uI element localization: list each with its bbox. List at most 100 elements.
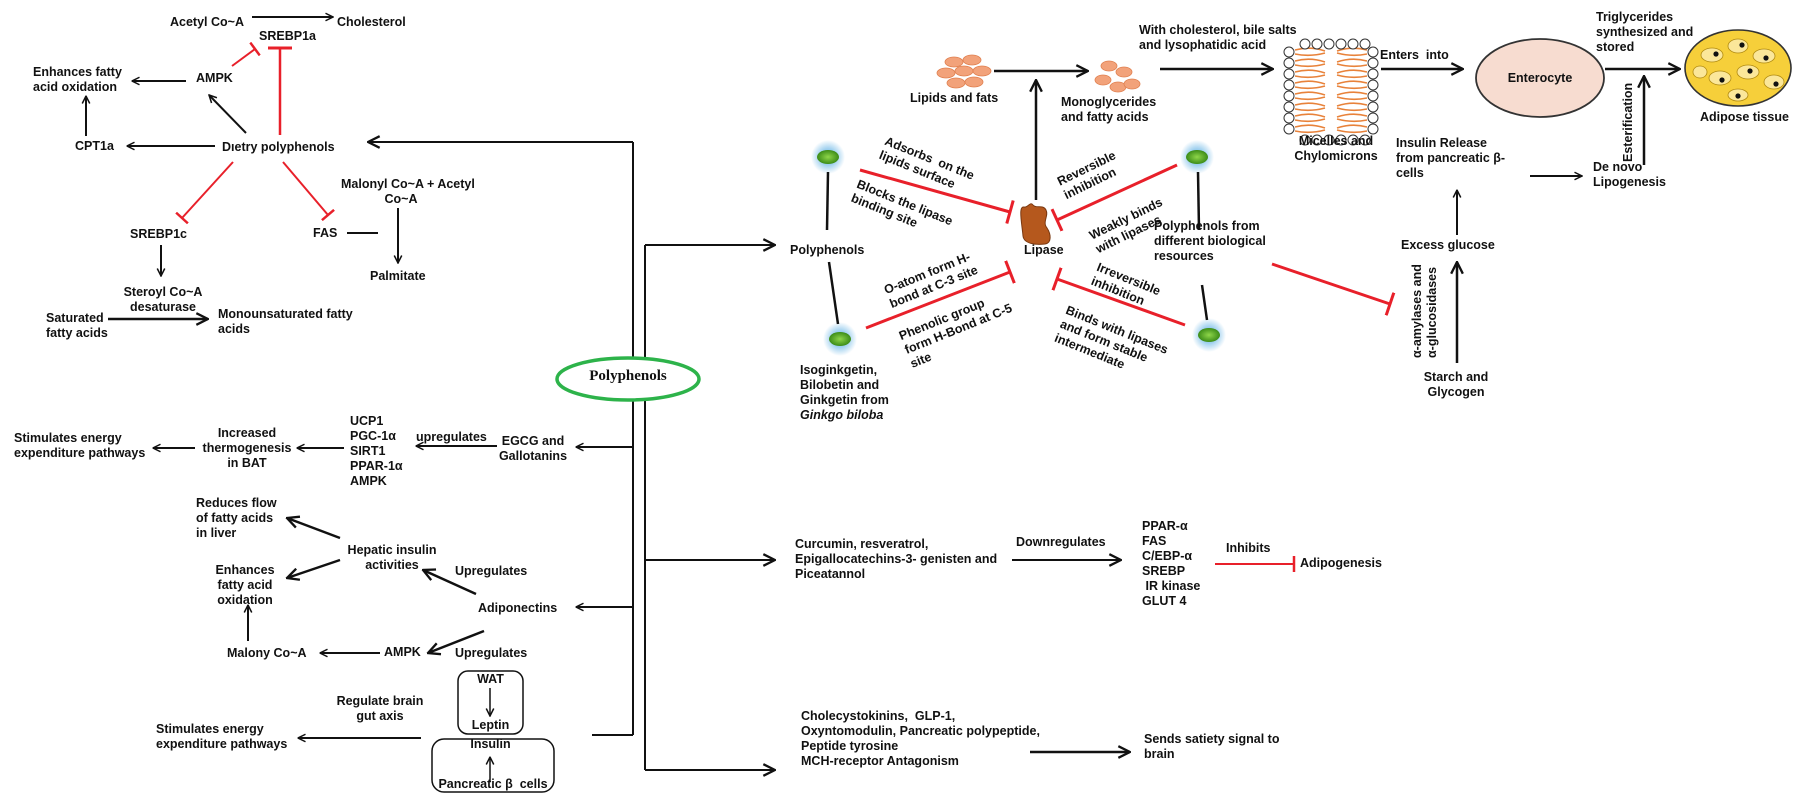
- edge-hepatic-to-enhances: [287, 558, 341, 578]
- lipid-droplets: [936, 54, 992, 89]
- micelle-head: [1367, 112, 1379, 124]
- de-novo-label: De novo Lipogenesis: [1593, 160, 1666, 189]
- starch-glycogen-label: Starch and Glycogen: [1423, 370, 1489, 399]
- micelle-head: [1367, 68, 1379, 80]
- inhibit-ocarbon-lipase: [865, 260, 1016, 330]
- egcg-label: EGCG and Gallotanins: [498, 434, 568, 463]
- polyphenols-node-label: Polyphenols: [790, 243, 865, 257]
- upregulates-label-1: upregulates: [416, 430, 487, 444]
- pancreatic-cells-label: Pancreatic β cells: [438, 777, 548, 791]
- dot-top-left: [811, 140, 845, 174]
- micelle-head: [1283, 112, 1295, 124]
- reduces-flow-label: Reduces flow of fatty acids in liver: [196, 496, 277, 540]
- micelle-head: [1335, 38, 1347, 50]
- micelle-tail: [1294, 47, 1326, 57]
- inhibit-adsorbs-lipase: [859, 168, 1015, 224]
- micelle-head: [1283, 79, 1295, 91]
- micelle-tail: [1294, 102, 1326, 112]
- micelle-head: [1347, 134, 1359, 146]
- edge-adiponectins-to-hepatic: [423, 570, 477, 596]
- micelle-tail: [1336, 58, 1368, 68]
- satiety-label: Sends satiety signal to brain: [1144, 732, 1280, 761]
- micelle-head: [1283, 46, 1295, 58]
- insulin-box: [431, 738, 555, 793]
- micelle-tail: [1336, 80, 1368, 90]
- enters-into-label: Enters into: [1380, 48, 1449, 62]
- inhibits-label: Inhibits: [1226, 541, 1271, 555]
- insulin-release-label: Insulin Release from pancreatic β- cells: [1396, 136, 1506, 180]
- malonyl-acetyl-label: Malonyl Co~A + Acetyl Co~A: [341, 177, 475, 206]
- steroyl-desaturase-label: Steroyl Co~A desaturase: [123, 285, 203, 314]
- micelle-tail: [1336, 91, 1368, 101]
- insulin-label: Insulin: [470, 737, 511, 751]
- dot-bottom-left: [823, 322, 857, 356]
- micelle-head: [1323, 134, 1335, 146]
- inhibit-ampk-srebp1a: [231, 41, 261, 67]
- micelle-head: [1359, 134, 1371, 146]
- micelle-tail: [1294, 124, 1326, 134]
- wat-label: WAT: [477, 672, 504, 686]
- monoglycerides-label: Monoglycerides and fatty acids: [1061, 95, 1157, 124]
- micelle-head: [1359, 38, 1371, 50]
- stimulates-energy-label-2: Stimulates energy expenditure pathways: [156, 722, 288, 751]
- inhibit-polyphenols-srebp1c: [175, 161, 234, 225]
- micelle-head: [1323, 38, 1335, 50]
- excess-glucose-label: Excess glucose: [1401, 238, 1495, 252]
- enterocyte-ellipse: [1475, 38, 1605, 118]
- esterification-label: Esterification: [1621, 82, 1635, 162]
- enhances-oxidation-label: Enhances fatty acid oxidation: [33, 65, 122, 94]
- lipids-fats-label: Lipids and fats: [910, 91, 999, 105]
- micelle-tail: [1294, 58, 1326, 68]
- ampk-label-2: AMPK: [384, 645, 421, 659]
- micelle-head: [1367, 46, 1379, 58]
- adiponectins-label: Adiponectins: [478, 601, 558, 615]
- dietry-polyphenols-label: Dıetry polyphenols: [222, 140, 335, 154]
- triglycerides-label: Triglycerides synthesized and stored: [1596, 10, 1694, 54]
- with-cholesterol-label: With cholesterol, bile salts and lysopha…: [1139, 23, 1297, 52]
- wat-box: [457, 670, 524, 735]
- micelle-tail: [1336, 124, 1368, 134]
- upregulates-label-3: Upregulates: [455, 646, 528, 660]
- lipase-icon: [1020, 203, 1051, 245]
- micelle-head: [1367, 79, 1379, 91]
- regulate-brain-label: Regulate brain gut axis: [336, 694, 424, 723]
- increased-thermogenesis-label: Increased thermogenesis in BAT: [202, 426, 292, 470]
- micelle-head: [1283, 123, 1295, 135]
- micelle-head: [1299, 134, 1311, 146]
- polyphenols-ellipse: [555, 356, 701, 402]
- inhibit-polyphenols-fas: [282, 161, 335, 222]
- micelle-structure: [1283, 38, 1379, 146]
- palmitate-label: Palmitate: [370, 269, 426, 283]
- micelle-head: [1311, 134, 1323, 146]
- cpt1a-label: CPT1a: [75, 139, 114, 153]
- malony-coa-label: Malony Co~A: [227, 646, 307, 660]
- leptin-label: Leptin: [471, 718, 510, 732]
- micelle-tail: [1336, 102, 1368, 112]
- edge-dot-right-vertical: [1196, 171, 1209, 321]
- micelle-head: [1367, 101, 1379, 113]
- dot-top-right: [1180, 140, 1214, 174]
- micelle-head: [1299, 38, 1311, 50]
- ppar-list-label: PPAR-α FAS C/EBP-α SREBP IR kinase GLUT …: [1142, 519, 1201, 608]
- micelle-tail: [1294, 113, 1326, 123]
- polyphenols-center-label: Polyphenols: [589, 368, 667, 384]
- micelle-head: [1283, 90, 1295, 102]
- downregulates-label: Downregulates: [1016, 535, 1106, 549]
- srebp1a-label: SREBP1a: [259, 29, 316, 43]
- upregulates-label-2: Upregulates: [455, 564, 528, 578]
- monounsaturated-label: Monounsaturated fatty acids: [218, 307, 353, 336]
- cholesterol-label: Cholesterol: [337, 15, 406, 29]
- saturated-fatty-acids-label: Saturated fatty acids: [46, 311, 108, 340]
- micelle-tail: [1294, 80, 1326, 90]
- edge-hepatic-to-reduces: [287, 518, 341, 540]
- micelle-tail: [1336, 69, 1368, 79]
- stimulates-energy-label-1: Stimulates energy expenditure pathways: [14, 431, 146, 460]
- adipose-tissue-label: Adipose tissue: [1700, 110, 1789, 124]
- micelle-head: [1367, 57, 1379, 69]
- fas-label: FAS: [313, 226, 338, 240]
- dot-bottom-right: [1192, 318, 1226, 352]
- amylases-label: α-amylases and α-glucosidases: [1410, 264, 1439, 358]
- inhibit-polyphenols-amylases: [1271, 262, 1396, 316]
- lipase-label: Lipase: [1024, 243, 1064, 257]
